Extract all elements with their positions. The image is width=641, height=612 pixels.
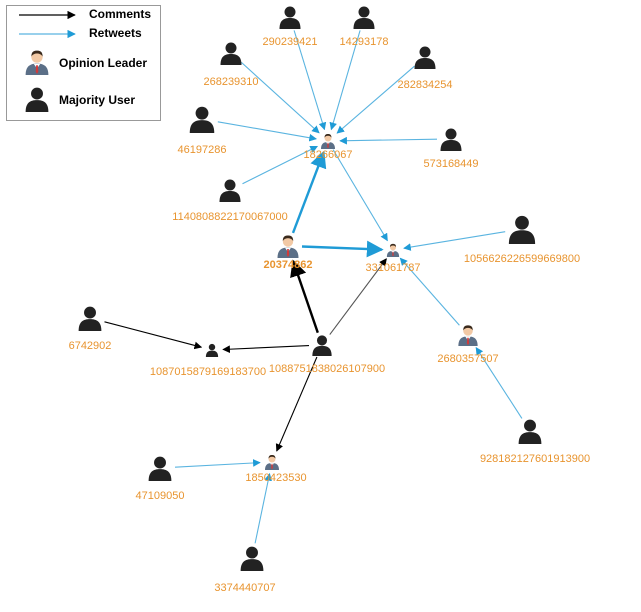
majority-user-icon-1140808822170067000[interactable] bbox=[219, 179, 241, 203]
node-label-6742902: 6742902 bbox=[69, 340, 112, 352]
retweet-edge-3374440707-to-1850423530 bbox=[254, 472, 272, 544]
opinion-leader-icon bbox=[25, 50, 49, 75]
retweet-edge-46197286-to-hub bbox=[217, 121, 317, 142]
retweet-edge-hub-to-331061787 bbox=[332, 149, 388, 242]
retweet-edge-290239421-to-hub bbox=[293, 30, 327, 131]
majority-user-icon-1056626226599669800[interactable] bbox=[508, 215, 536, 244]
node-label-1088751838026107900: 1088751838026107900 bbox=[269, 363, 385, 375]
node-label-928182127601913900: 928182127601913900 bbox=[480, 453, 590, 465]
retweet-edge-20374862-to-hub bbox=[291, 150, 327, 234]
node-label-1140808822170067000: 1140808822170067000 bbox=[172, 211, 287, 223]
node-label-1087015879169183700: 1087015879169183700 bbox=[150, 366, 266, 378]
retweet-edge-1140808822170067000-to-hub bbox=[242, 145, 318, 185]
majority-user-icon-3374440707[interactable] bbox=[240, 546, 264, 571]
node-label-47109050: 47109050 bbox=[136, 490, 185, 502]
opinion-leader-icon-2680357507[interactable] bbox=[458, 325, 478, 346]
comment-edge-1088751838026107900-to-20374862 bbox=[290, 259, 319, 334]
opinion-leader-icon-1850423530[interactable] bbox=[265, 455, 279, 470]
legend-opinion-leader-label: Opinion Leader bbox=[59, 56, 148, 70]
majority-user-icon-268239310[interactable] bbox=[220, 42, 242, 66]
majority-user-icon bbox=[25, 87, 49, 112]
majority-user-icon-6742902[interactable] bbox=[78, 306, 102, 331]
opinion-leader-icon-20374862[interactable] bbox=[277, 235, 299, 259]
opinion-leader-icon-hub[interactable] bbox=[321, 134, 335, 149]
majority-user-icon-1087015879169183700[interactable] bbox=[205, 343, 219, 357]
retweet-edge-282834254-to-hub bbox=[336, 65, 415, 134]
majority-user-icon-290239421[interactable] bbox=[279, 6, 301, 30]
retweet-edge-14293178-to-hub bbox=[329, 30, 361, 131]
retweet-edge-573168449-to-hub bbox=[339, 136, 438, 145]
node-label-268239310: 268239310 bbox=[203, 76, 258, 88]
retweet-edge-268239310-to-hub bbox=[241, 61, 320, 134]
node-label-1850423530: 1850423530 bbox=[245, 472, 306, 484]
majority-user-icon-14293178[interactable] bbox=[353, 6, 375, 30]
opinion-leader-icon-331061787[interactable] bbox=[386, 243, 400, 257]
node-label-14293178: 14293178 bbox=[340, 36, 389, 48]
legend-symbols bbox=[19, 10, 76, 112]
comment-edge-1088751838026107900-to-1087015879169183700 bbox=[222, 345, 310, 354]
majority-user-icon-282834254[interactable] bbox=[414, 46, 436, 70]
legend-majority-user-label: Majority User bbox=[59, 93, 136, 107]
legend-retweets-label: Retweets bbox=[89, 26, 142, 40]
comment-edge-1088751838026107900-to-1850423530 bbox=[275, 356, 318, 452]
comment-edge-1088751838026107900-to-331061787 bbox=[329, 258, 387, 335]
legend: Comments Retweets Opinion Leader Majorit… bbox=[6, 5, 161, 121]
legend-comments-label: Comments bbox=[89, 7, 152, 21]
node-label-20374862: 20374862 bbox=[264, 259, 313, 271]
retweet-edge-2680357507-to-331061787 bbox=[399, 257, 460, 326]
retweet-edge-47109050-to-1850423530 bbox=[174, 459, 261, 468]
majority-user-icon-928182127601913900[interactable] bbox=[518, 419, 542, 444]
majority-user-icon-1088751838026107900[interactable] bbox=[312, 335, 332, 356]
node-label-2680357507: 2680357507 bbox=[437, 353, 498, 365]
node-label-331061787: 331061787 bbox=[365, 262, 420, 274]
majority-user-icon-573168449[interactable] bbox=[440, 128, 462, 152]
majority-user-icon-47109050[interactable] bbox=[148, 456, 172, 481]
comment-edge-6742902-to-1087015879169183700 bbox=[104, 321, 203, 350]
retweet-edge-20374862-to-331061787 bbox=[301, 240, 384, 258]
node-label-290239421: 290239421 bbox=[262, 36, 317, 48]
node-label-573168449: 573168449 bbox=[423, 158, 478, 170]
retweet-edge-928182127601913900-to-2680357507 bbox=[475, 346, 523, 419]
node-label-46197286: 46197286 bbox=[178, 144, 227, 156]
retweet-edge-1056626226599669800-to-331061787 bbox=[403, 231, 506, 251]
node-label-1056626226599669800: 1056626226599669800 bbox=[464, 253, 580, 265]
node-label-hub: 18266067 bbox=[304, 149, 353, 161]
node-label-282834254: 282834254 bbox=[397, 79, 452, 91]
majority-user-icon-46197286[interactable] bbox=[189, 106, 215, 133]
node-label-3374440707: 3374440707 bbox=[214, 582, 275, 594]
